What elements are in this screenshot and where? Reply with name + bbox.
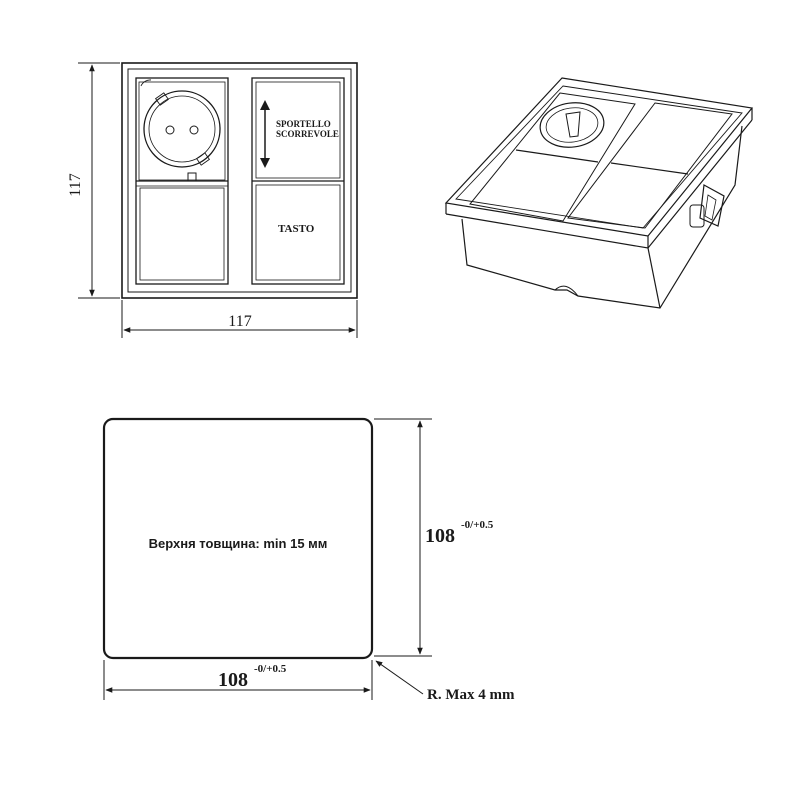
sliding-door-label-2: SCORREVOLE	[276, 129, 339, 139]
iso-clip-icon	[689, 184, 725, 228]
radius-note: R. Max 4 mm	[427, 687, 515, 703]
isometric-view	[444, 77, 754, 309]
cutout-height-tolerance: -0/+0.5	[461, 519, 494, 531]
front-dimensions	[78, 62, 358, 338]
cutout-outline	[102, 417, 374, 660]
front-inner-frame	[127, 68, 352, 293]
cutout-width-tolerance: -0/+0.5	[254, 663, 287, 675]
iso-top-frame	[444, 77, 754, 237]
button-module	[251, 77, 345, 285]
cutout-dimensions	[103, 418, 432, 700]
front-width-label: 117	[228, 313, 251, 330]
cutout-width-value: 108	[218, 669, 248, 691]
cutout-view	[102, 417, 432, 700]
iso-socket-icon	[539, 102, 605, 148]
socket-module	[135, 77, 229, 285]
socket-icon	[143, 90, 221, 168]
cutout-height-value: 108	[425, 525, 455, 547]
front-view	[78, 62, 358, 338]
sliding-door-label-1: SPORTELLO	[276, 119, 331, 129]
front-height-label: 117	[67, 173, 84, 196]
thickness-note: Верхня товщина: min 15 мм	[149, 536, 328, 551]
button-label: TASTO	[278, 223, 315, 235]
front-outer-frame	[121, 62, 358, 299]
